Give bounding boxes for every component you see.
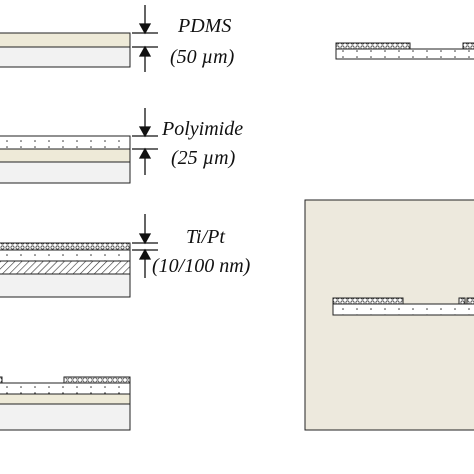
substrate [0, 403, 131, 431]
metal-trace [332, 297, 404, 305]
substrate [0, 161, 131, 184]
step1-stack [0, 32, 131, 68]
metal-label: Ti/Pt [186, 226, 225, 248]
released-device-bottom [332, 297, 474, 316]
pdms-thickness-label: (50 µm) [170, 46, 235, 68]
polyimide-layer [332, 303, 474, 316]
polyimide-layer [0, 249, 131, 262]
pdms-label: PDMS [177, 15, 231, 37]
hatched-layer [0, 260, 131, 275]
metal-trace [335, 42, 411, 50]
pdms-layer [0, 32, 131, 48]
pdms-layer [0, 148, 131, 163]
substrate [0, 273, 131, 298]
polyimide-layer [0, 382, 131, 395]
polyimide-label: Polyimide [161, 118, 243, 140]
polyimide-thickness-label: (25 µm) [171, 147, 236, 169]
pdms-layer [0, 393, 131, 405]
step3-stack [0, 242, 131, 298]
released-device-top [335, 42, 474, 60]
metal-layer [0, 242, 131, 251]
metal-pad [466, 297, 474, 305]
metal-thickness-label: (10/100 nm) [152, 255, 251, 277]
metal-pad-left [0, 376, 3, 384]
metal-pad-right [63, 376, 131, 384]
polyimide-layer [335, 48, 474, 60]
pdms-dimension-arrows [132, 5, 158, 72]
metal-pad [462, 42, 474, 50]
polyimide-dimension-arrows [132, 108, 158, 175]
polyimide-layer [0, 135, 131, 150]
step2-stack [0, 135, 131, 184]
substrate [0, 46, 131, 68]
step4-stack [0, 376, 131, 431]
metal-dimension-arrows [132, 214, 158, 278]
metal-pad [458, 297, 466, 305]
